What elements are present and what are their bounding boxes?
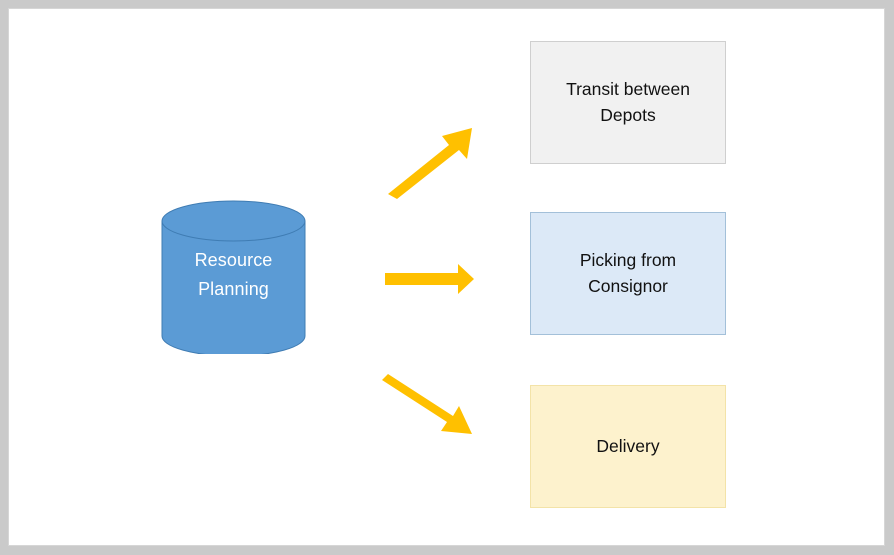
transit-label-line2: Depots [600, 104, 656, 125]
cylinder-icon [161, 200, 306, 354]
arrow-to-delivery[interactable] [377, 369, 481, 437]
arrow-to-picking[interactable] [377, 261, 481, 297]
process-box-picking[interactable]: Picking from Consignor [530, 212, 726, 335]
process-box-delivery-label: Delivery [588, 434, 667, 459]
arrow-right-icon [385, 264, 474, 294]
arrow-up-right-icon [388, 128, 472, 199]
picking-label-line2: Consignor [588, 275, 668, 296]
slide-canvas: Resource Planning Transit between Depot [8, 8, 885, 546]
arrow-down-right-icon [382, 374, 472, 434]
process-box-transit-label: Transit between Depots [558, 77, 698, 128]
transit-label-line1: Transit between [566, 79, 690, 100]
delivery-label-line1: Delivery [596, 435, 660, 456]
picking-label-line1: Picking from [579, 250, 677, 271]
process-box-delivery[interactable]: Delivery [530, 385, 726, 508]
arrow-to-transit[interactable] [377, 117, 481, 199]
resource-planning-cylinder[interactable]: Resource Planning [154, 196, 313, 354]
process-box-transit[interactable]: Transit between Depots [530, 41, 726, 164]
process-box-picking-label: Picking from Consignor [572, 248, 684, 299]
